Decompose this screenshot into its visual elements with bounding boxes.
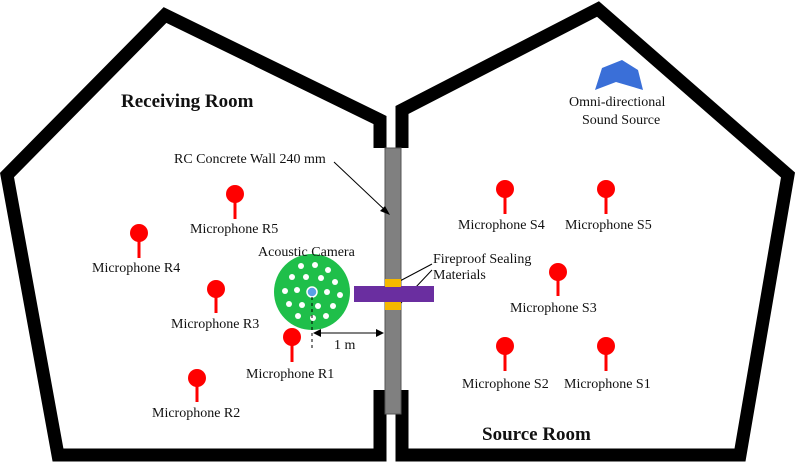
source-label-line1: Omni-directional	[569, 95, 666, 110]
microphone-s5	[597, 180, 615, 214]
source-room-outline	[395, 1, 796, 462]
microphone-s4	[496, 180, 514, 214]
distance-label: 1 m	[334, 338, 356, 353]
microphone-s3	[549, 263, 567, 296]
camera-label: Acoustic Camera	[258, 245, 356, 260]
receiving-room-title: Receiving Room	[121, 91, 254, 112]
label-microphone-s5: Microphone S5	[565, 218, 652, 233]
label-microphone-s3: Microphone S3	[510, 301, 597, 316]
label-microphone-s2: Microphone S2	[462, 377, 549, 392]
microphone-r4	[130, 224, 148, 258]
distance-arrow-right	[376, 329, 384, 337]
label-microphone-r1: Microphone R1	[246, 367, 334, 382]
label-microphone-s4: Microphone S4	[458, 218, 545, 233]
label-microphone-r5: Microphone R5	[190, 222, 278, 237]
source-room-title: Source Room	[482, 424, 591, 445]
sealing-label-line2: Materials	[433, 268, 486, 283]
fireproof-sealing-top	[385, 279, 401, 287]
source-label-line2: Sound Source	[582, 113, 660, 128]
label-microphone-r3: Microphone R3	[171, 317, 259, 332]
microphone-r3	[207, 280, 225, 313]
microphone-s1	[597, 337, 615, 371]
label-microphone-r2: Microphone R2	[152, 406, 240, 421]
receiving-room-outline	[0, 7, 387, 462]
acoustic-camera	[274, 254, 350, 330]
wall-label: RC Concrete Wall 240 mm	[174, 152, 326, 167]
label-microphone-r4: Microphone R4	[92, 261, 180, 276]
sound-source-icon	[595, 60, 643, 90]
specimen-panel	[354, 286, 434, 302]
microphone-r1	[283, 328, 301, 362]
camera-center	[306, 286, 318, 298]
label-microphone-s1: Microphone S1	[564, 377, 651, 392]
sealing-leader-top	[397, 263, 433, 283]
sealing-label-line1: Fireproof Sealing	[433, 252, 531, 267]
wall-leader-arrow	[380, 206, 390, 215]
wall-leader-line	[333, 161, 388, 213]
distance-arrow-left	[313, 329, 321, 337]
microphone-r2	[188, 369, 206, 402]
fireproof-sealing-bottom	[385, 302, 401, 310]
microphone-r5	[226, 185, 244, 219]
microphone-s2	[496, 337, 514, 371]
